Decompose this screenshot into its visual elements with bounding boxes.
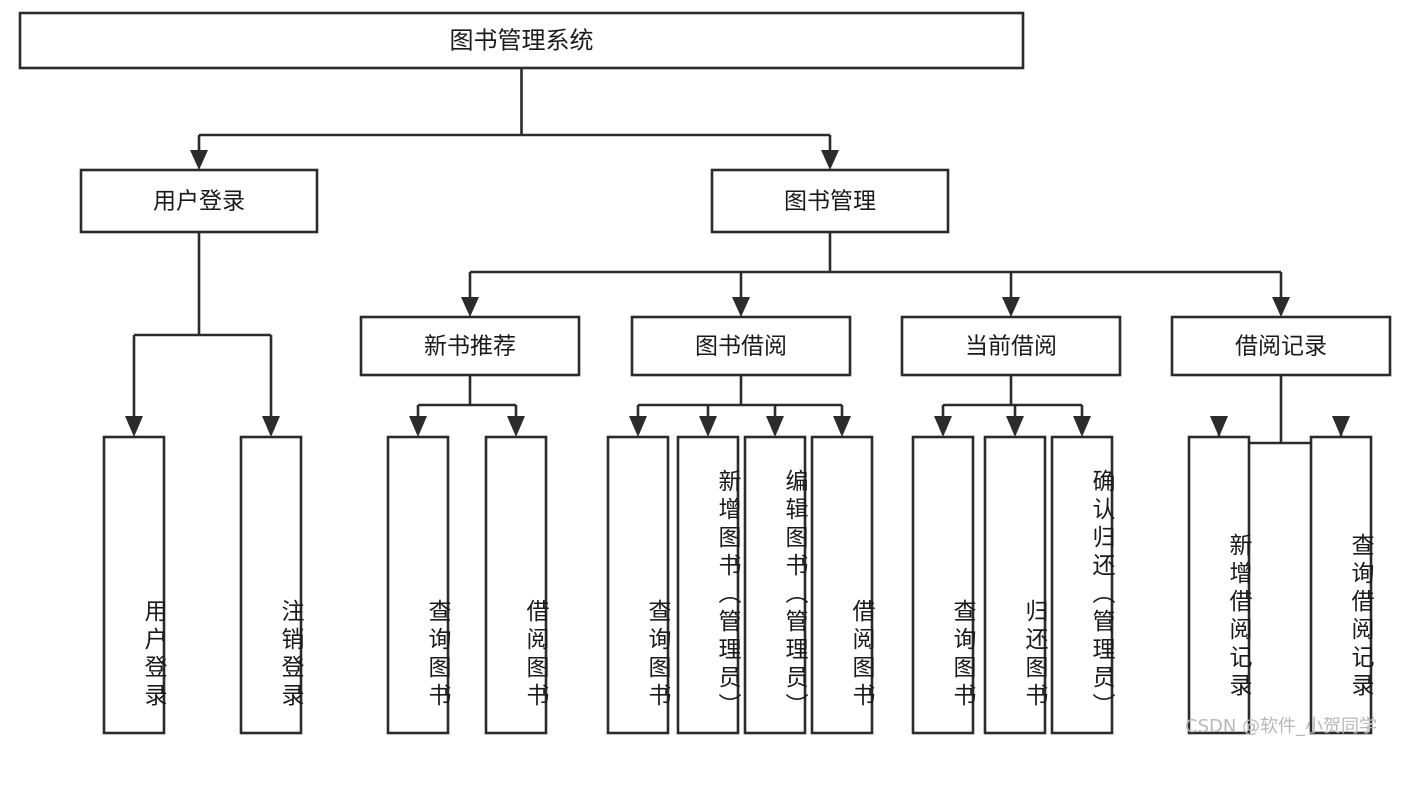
arrow-to-current-borrow — [1002, 297, 1020, 317]
leaf-box-logout[interactable] — [239, 435, 303, 735]
leaf-box-edit-book[interactable] — [743, 435, 807, 735]
node-borrow-record-label: 借阅记录 — [1235, 334, 1327, 360]
arrow-leaf-edit-book — [766, 416, 784, 437]
leaf-box-add-record[interactable] — [1187, 435, 1251, 735]
arrow-to-book-mgmt — [821, 150, 839, 170]
node-borrow-record[interactable]: 借阅记录 — [1170, 315, 1392, 377]
node-new-book-recommend-label: 新书推荐 — [424, 334, 516, 360]
node-root[interactable]: 图书管理系统 — [18, 11, 1025, 70]
arrow-to-borrow-record — [1272, 297, 1290, 317]
node-book-borrow[interactable]: 图书借阅 — [630, 315, 852, 377]
node-root-label: 图书管理系统 — [450, 27, 594, 55]
org-chart-svg: 图书管理系统 用户登录 图书管理 新书推荐 图书借阅 当前借阅 借阅记录 — [18, 11, 1392, 735]
leaf-box-query-book-1[interactable] — [386, 435, 450, 735]
arrow-leaf-logout — [262, 416, 280, 437]
arrow-leaf-borrow-book-1 — [507, 416, 525, 437]
arrow-to-new-book-rec — [461, 297, 479, 317]
leaf-boxes — [102, 435, 1373, 735]
leaf-box-return-book[interactable] — [983, 435, 1047, 735]
leaf-box-borrow-book-1[interactable] — [484, 435, 548, 735]
node-new-book-recommend[interactable]: 新书推荐 — [359, 315, 581, 377]
node-current-borrow[interactable]: 当前借阅 — [900, 315, 1122, 377]
arrow-leaf-confirm-return — [1073, 416, 1091, 437]
node-user-login[interactable]: 用户登录 — [79, 168, 319, 234]
node-current-borrow-label: 当前借阅 — [965, 334, 1057, 360]
arrow-leaf-query-book-1 — [409, 416, 427, 437]
arrow-leaf-return-book — [1006, 416, 1024, 437]
leaf-box-user-login[interactable] — [102, 435, 166, 735]
arrow-leaf-user-login — [125, 416, 143, 437]
node-user-login-label: 用户登录 — [153, 189, 245, 215]
arrow-to-book-borrow — [732, 297, 750, 317]
arrow-leaf-query-book-2 — [629, 416, 647, 437]
leaf-box-query-record[interactable] — [1309, 435, 1373, 735]
arrow-leaf-query-record — [1332, 416, 1350, 437]
leaf-box-confirm-return[interactable] — [1050, 435, 1114, 735]
leaf-box-add-book[interactable] — [676, 435, 740, 735]
arrow-to-user-login — [190, 150, 208, 170]
connectors — [125, 68, 1350, 445]
leaf-box-query-book-3[interactable] — [911, 435, 975, 735]
node-book-management-label: 图书管理 — [784, 189, 876, 215]
arrow-leaf-add-record — [1210, 416, 1228, 437]
node-book-borrow-label: 图书借阅 — [695, 334, 787, 360]
arrow-leaf-query-book-3 — [934, 416, 952, 437]
node-book-management[interactable]: 图书管理 — [710, 168, 950, 234]
arrow-leaf-add-book — [699, 416, 717, 437]
csdn-watermark: CSDN @软件_小贺同学 — [1185, 716, 1378, 737]
arrow-leaf-borrow-book-2 — [833, 416, 851, 437]
leaf-box-query-book-2[interactable] — [606, 435, 670, 735]
leaf-box-borrow-book-2[interactable] — [810, 435, 874, 735]
